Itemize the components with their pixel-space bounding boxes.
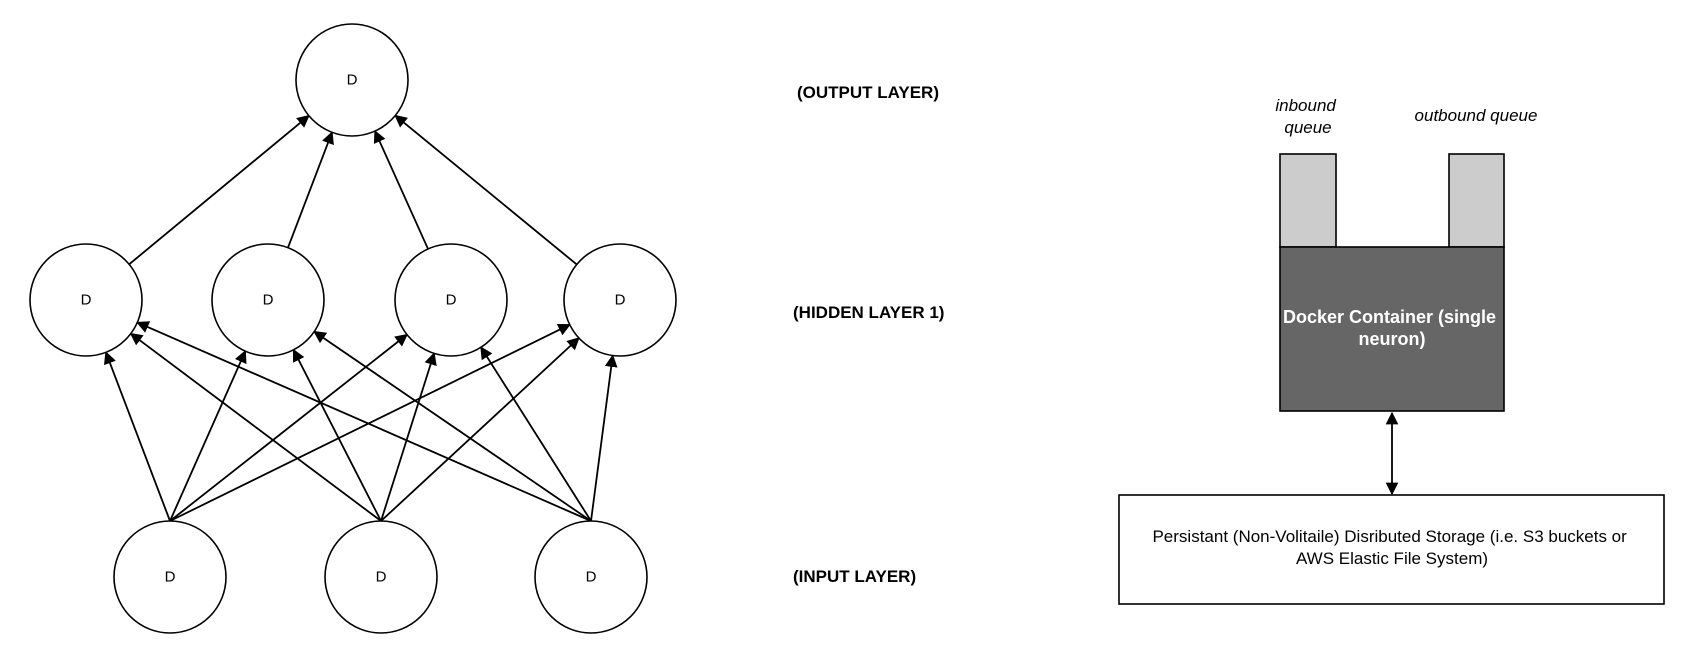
output-neuron-label: D xyxy=(347,72,358,89)
hidden-neuron-4: D xyxy=(563,243,677,357)
edge-input3-hidden2 xyxy=(313,330,592,522)
storage-label: Persistant (Non-Volitaile) Disributed St… xyxy=(1152,527,1631,568)
edge-hidden2-output xyxy=(287,131,334,249)
connection-edges xyxy=(104,114,618,522)
edge-input2-hidden3 xyxy=(380,352,437,522)
input-neuron-1: D xyxy=(113,520,227,634)
distributed-storage-box xyxy=(1118,494,1665,605)
input-neuron-2-label: D xyxy=(376,569,387,586)
outbound-queue-label: outbound queue xyxy=(1415,106,1538,125)
input-neuron-2: D xyxy=(324,520,438,634)
edge-input3-hidden3 xyxy=(480,346,592,522)
edge-input2-hidden2 xyxy=(292,348,382,522)
edge-input1-hidden1 xyxy=(104,351,171,522)
input-neuron-3: D xyxy=(534,520,648,634)
hidden-neuron-1: D xyxy=(29,243,143,357)
edge-hidden1-output xyxy=(128,114,310,266)
outbound-queue xyxy=(1448,153,1505,248)
output-neuron: D xyxy=(295,23,409,137)
inbound-queue xyxy=(1279,153,1337,248)
edge-input1-hidden3 xyxy=(169,333,408,522)
hidden-neuron-2: D xyxy=(211,243,325,357)
hidden-neuron-3: D xyxy=(394,243,508,357)
edge-input3-hidden1 xyxy=(136,321,592,522)
hidden-neuron-3-label: D xyxy=(446,292,457,309)
input-neuron-3-label: D xyxy=(586,569,597,586)
output-layer-label: (OUTPUT LAYER) xyxy=(797,83,939,102)
edge-input1-hidden2 xyxy=(169,350,247,522)
docker-container-label: Docker Container (single neuron) xyxy=(1283,307,1501,349)
edge-hidden3-output xyxy=(373,129,429,250)
edge-input2-hidden1 xyxy=(129,332,382,522)
hidden-neuron-4-label: D xyxy=(615,292,626,309)
input-layer-label: (INPUT LAYER) xyxy=(793,567,916,586)
docker-container xyxy=(1279,246,1505,412)
inbound-queue-label: inbound queue xyxy=(1275,96,1340,137)
hidden-neuron-1-label: D xyxy=(81,292,92,309)
input-neuron-1-label: D xyxy=(165,569,176,586)
edge-hidden4-output xyxy=(394,114,578,266)
hidden-neuron-2-label: D xyxy=(263,292,274,309)
edge-input2-hidden4 xyxy=(380,337,580,522)
hidden-layer-label: (HIDDEN LAYER 1) xyxy=(793,303,944,322)
edge-input3-hidden4 xyxy=(590,354,618,522)
edge-input1-hidden4 xyxy=(169,323,571,522)
